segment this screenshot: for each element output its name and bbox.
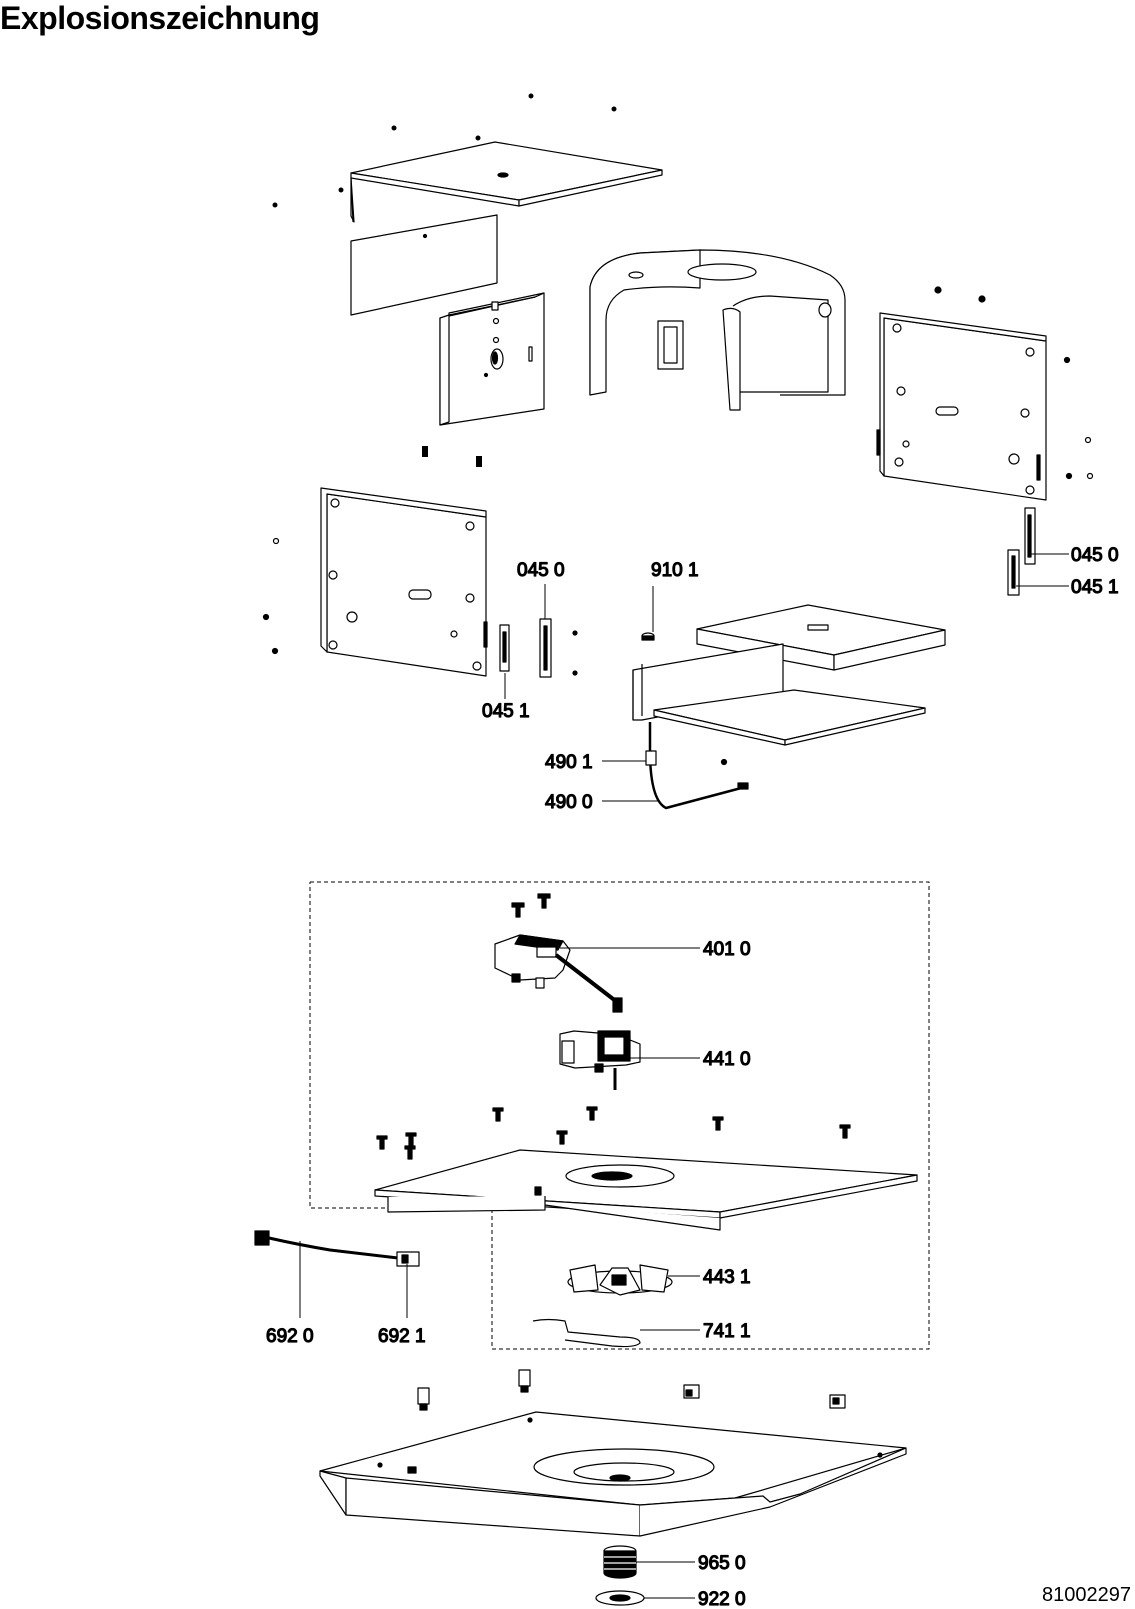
part-label-7411: 741 1 (703, 1321, 751, 1342)
top-cover-plate (350, 141, 663, 223)
part-label-4410: 441 0 (703, 1049, 751, 1070)
leader-lines-mid (299, 947, 700, 1331)
part-label-4900: 490 0 (545, 792, 593, 813)
bottom-plate (319, 1411, 907, 1537)
motor-4010 (494, 934, 623, 1013)
clip-icon (417, 1369, 846, 1411)
clip-icon (422, 446, 482, 467)
tray-frame (632, 643, 926, 766)
assembly-boundary (309, 881, 930, 1350)
part-label-0451-mid: 045 1 (482, 701, 530, 722)
power-cable-4900 (645, 722, 749, 810)
part-label-4431: 443 1 (703, 1267, 751, 1288)
grease-filter-9650 (603, 1545, 637, 1579)
document-number: 81002297 (1042, 1584, 1131, 1606)
screw-icon (272, 93, 617, 208)
flat-panel (350, 214, 498, 316)
bracket-0451-right (1007, 549, 1020, 596)
part-label-6921: 692 1 (378, 1326, 426, 1347)
part-label-9220: 922 0 (698, 1589, 746, 1609)
fan-mounting-plate (374, 1149, 918, 1231)
part-label-4901: 490 1 (545, 752, 593, 773)
part-label-6920: 692 0 (266, 1326, 314, 1347)
fan-wheel-4431 (567, 1264, 673, 1296)
bracket-0451-mid (499, 624, 510, 672)
bushing-9101 (641, 632, 655, 641)
part-label-4010: 401 0 (703, 939, 751, 960)
left-side-panel (262, 487, 488, 677)
page-title: Explosionszeichnung (0, 0, 320, 36)
cable-harness-6920 (254, 1230, 420, 1267)
bracket-0450-mid (539, 618, 578, 678)
part-label-0450-right: 045 0 (1071, 545, 1119, 566)
screw-icon (511, 893, 551, 918)
spring-clip-7411 (532, 1318, 641, 1348)
part-label-9650: 965 0 (698, 1553, 746, 1574)
leader-lines-bottom (636, 1561, 695, 1599)
part-label-0450-mid: 045 0 (517, 560, 565, 581)
part-label-0451-right: 045 1 (1071, 577, 1119, 598)
right-side-panel (876, 286, 1094, 501)
leader-lines-top (504, 553, 1069, 802)
screw-icon (376, 1106, 851, 1160)
part-label-9101: 910 1 (651, 560, 699, 581)
washer-9220 (595, 1590, 645, 1606)
front-panel (439, 292, 545, 426)
housing-hood (589, 249, 846, 411)
bracket-0450-right (1024, 507, 1036, 565)
motor-bracket-4410 (559, 1030, 641, 1090)
